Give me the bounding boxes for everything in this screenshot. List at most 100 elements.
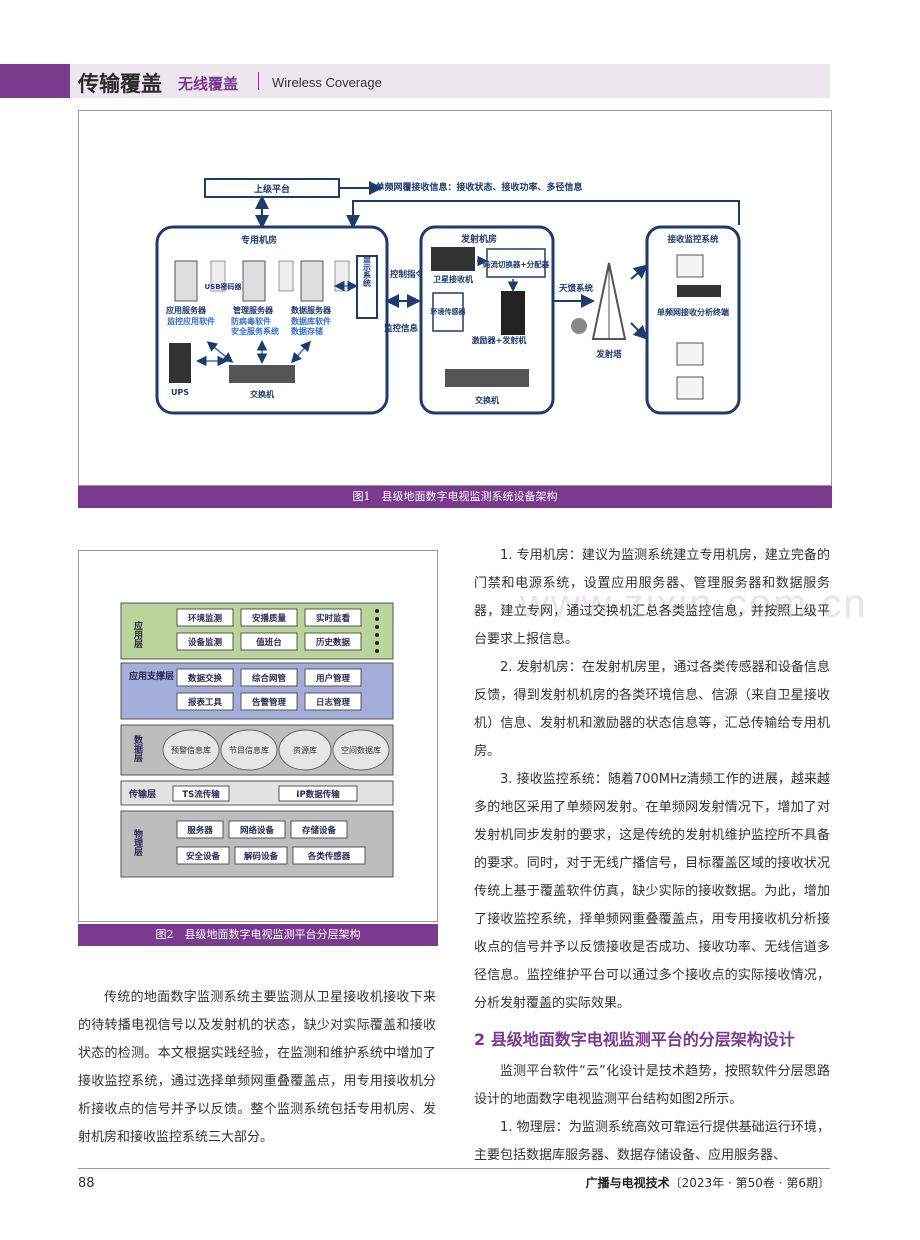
layer-physical-item-2 bbox=[290, 820, 348, 839]
layer-physical-item-5 bbox=[292, 846, 366, 865]
layer-transport-item-label-0: TS流传输 bbox=[182, 789, 220, 800]
journal-info: 广播与电视技术〔2023年 · 第50卷 · 第6期〕 bbox=[580, 1174, 830, 1191]
layer-support-item-label-0: 数据交换 bbox=[188, 673, 223, 684]
house-icon-3 bbox=[676, 376, 704, 400]
right-paragraph-1: 1. 专用机房：建议为监测系统建立专用机房，建立完备的门禁和电源系统，设置应用服… bbox=[474, 548, 830, 647]
right-column-text: 1. 专用机房：建议为监测系统建立专用机房，建立完备的门禁和电源系统，设置应用服… bbox=[474, 542, 830, 1018]
db-icon-0 bbox=[162, 729, 220, 771]
layer-transport-name: 传输层 bbox=[128, 788, 156, 800]
tx-room-title: 发射机房 bbox=[460, 233, 497, 245]
db-sw2: 数据存储 bbox=[291, 326, 323, 336]
house-icon-1 bbox=[676, 254, 704, 278]
db-icon-3 bbox=[332, 729, 390, 771]
figure1-svg: 上级平台 单频网覆接收信息：接收状态、接收功率、多径信息 专用机房 应用服务器 … bbox=[155, 178, 741, 415]
page-number: 88 bbox=[78, 1176, 95, 1191]
layer-support-item-label-1: 综合网管 bbox=[252, 673, 287, 684]
house-icon-2 bbox=[676, 342, 704, 366]
layer-support-item-label-3: 报表工具 bbox=[188, 697, 223, 708]
exciter-label: 激励器+发射机 bbox=[472, 335, 527, 345]
usb-key-label: USB密码器 bbox=[204, 282, 242, 291]
stream-switch-box bbox=[486, 248, 546, 278]
section-title: 2 县级地面数字电视监测平台的分层架构设计 bbox=[474, 1030, 795, 1049]
footer-rule bbox=[78, 1168, 830, 1169]
switch-label-2: 交换机 bbox=[475, 395, 499, 405]
exciter-icon bbox=[501, 291, 525, 335]
layer-support-item-5 bbox=[304, 692, 362, 711]
layer-data-item-label-0: 预警信息库 bbox=[171, 745, 211, 755]
switch-label-1: 交换机 bbox=[250, 389, 274, 399]
header-english: Wireless Coverage bbox=[272, 75, 382, 90]
layer-transport-item-1 bbox=[278, 785, 358, 802]
header-accent-bar bbox=[0, 64, 70, 98]
display-system-label: 显示系统 bbox=[363, 255, 372, 288]
layer-physical-item-label-5: 各类传感器 bbox=[307, 851, 351, 862]
db-sw1: 数据库软件 bbox=[291, 316, 331, 326]
figure1-caption: 图1 县级地面数字电视监测系统设备架构 bbox=[78, 486, 832, 508]
ellipsis-icon bbox=[375, 609, 379, 653]
layer-app-item-4 bbox=[240, 632, 298, 651]
layer-support-item-label-4: 告警管理 bbox=[252, 697, 287, 708]
layer-physical-item-label-1: 网络设备 bbox=[240, 825, 275, 836]
switch-icon-2 bbox=[445, 369, 529, 387]
db-server-icon bbox=[300, 260, 324, 302]
figure2-diagram: 应用层 环境监测 安播质量 实时监看 设备监测 值班台 历史数据 应用支撑层 数… bbox=[78, 550, 438, 922]
db-server-label: 数据服务器 bbox=[291, 305, 332, 315]
layer-physical-item-4 bbox=[234, 846, 288, 865]
app-server-sw: 监控应用软件 bbox=[167, 316, 215, 326]
db-icon-1 bbox=[220, 729, 278, 771]
layer-physical-item-1 bbox=[228, 820, 286, 839]
app-server-icon bbox=[174, 260, 198, 302]
layer-physical-item-label-4: 解码设备 bbox=[244, 851, 279, 862]
sat-receiver-icon bbox=[431, 247, 475, 271]
layer-app-item-2 bbox=[304, 608, 362, 627]
layer-physical-bg bbox=[120, 810, 394, 878]
layer-data-item-label-2: 资源库 bbox=[293, 745, 317, 755]
superior-platform-label: 上级平台 bbox=[254, 183, 290, 195]
layer-support-item-2 bbox=[304, 668, 362, 687]
terminal-label: 单频网接收分析终端 bbox=[657, 307, 729, 317]
left-column-text: 传统的地面数字监测系统主要监测从卫星接收机接收下来的待转播电视信号以及发射机的状… bbox=[78, 984, 436, 1152]
mgmt-server-label: 管理服务器 bbox=[233, 305, 274, 315]
journal-name: 广播与电视技术 bbox=[585, 1176, 670, 1190]
section-paragraph-1: 监测平台软件“云”化设计是技术趋势，按照软件分层思路设计的地面数字电视监测平台结… bbox=[474, 1064, 830, 1107]
terminal-icon bbox=[677, 285, 721, 297]
watermark: www.zixin.com.cn bbox=[520, 582, 868, 626]
layer-app-item-label-0: 环境监测 bbox=[188, 613, 223, 624]
layer-support-item-label-2: 用户管理 bbox=[315, 673, 351, 684]
app-server-label: 应用服务器 bbox=[166, 305, 207, 315]
layer-data-item-label-1: 节目信息库 bbox=[229, 745, 269, 755]
layer-app-item-label-2: 实时监看 bbox=[316, 613, 351, 624]
antenna-system-label: 天馈系统 bbox=[559, 283, 594, 294]
layer-support-item-label-5: 日志管理 bbox=[316, 697, 351, 708]
figure2-svg: 应用层 环境监测 安播质量 实时监看 设备监测 值班台 历史数据 应用支撑层 数… bbox=[120, 602, 394, 878]
layer-physical-item-label-2: 存储设备 bbox=[301, 825, 337, 836]
mgmt-sw2: 安全服务系统 bbox=[231, 326, 279, 336]
layer-app-item-label-1: 安播质量 bbox=[252, 613, 287, 624]
env-sensor-label: 环境传感器 bbox=[431, 307, 467, 316]
satellite-dish-icon bbox=[571, 318, 587, 334]
journal-issue: 〔2023年 · 第50卷 · 第6期〕 bbox=[669, 1176, 830, 1190]
layer-data-name: 数据层 bbox=[132, 734, 143, 763]
layer-support-item-4 bbox=[240, 692, 298, 711]
header-subcategory: 无线覆盖 bbox=[178, 75, 239, 93]
monitor-info-label: 监控信息 bbox=[384, 323, 419, 334]
layer-physical-item-label-3: 安全设备 bbox=[186, 851, 221, 862]
mgmt-server-icon bbox=[242, 260, 266, 302]
usb-key-icon bbox=[210, 260, 226, 292]
header-category: 传输覆盖 bbox=[78, 72, 162, 96]
tower-label: 发射塔 bbox=[595, 349, 622, 360]
layer-app-item-label-5: 历史数据 bbox=[316, 637, 351, 648]
header-separator bbox=[258, 72, 259, 90]
layer-physical-item-0 bbox=[176, 820, 224, 839]
sfn-info-label: 单频网覆接收信息：接收状态、接收功率、多径信息 bbox=[375, 181, 582, 193]
figure2-caption: 图2 县级地面数字电视监测平台分层架构 bbox=[78, 924, 438, 946]
rx-monitor-box bbox=[645, 225, 741, 415]
control-cmd-label: 控制指令 bbox=[390, 269, 425, 280]
left-paragraph: 传统的地面数字监测系统主要监测从卫星接收机接收下来的待转播电视信号以及发射机的状… bbox=[78, 990, 436, 1145]
env-sensor-box bbox=[432, 292, 464, 332]
right-paragraph-2: 2. 发射机房：在发射机房里，通过各类传感器和设备信息反馈，得到发射机机房的各类… bbox=[474, 660, 830, 759]
layer-support-name: 应用支撑层 bbox=[129, 670, 174, 682]
layer-app-item-label-3: 设备监测 bbox=[188, 637, 223, 648]
layer-physical-item-label-0: 服务器 bbox=[187, 825, 213, 836]
db-icon-2 bbox=[278, 729, 332, 771]
